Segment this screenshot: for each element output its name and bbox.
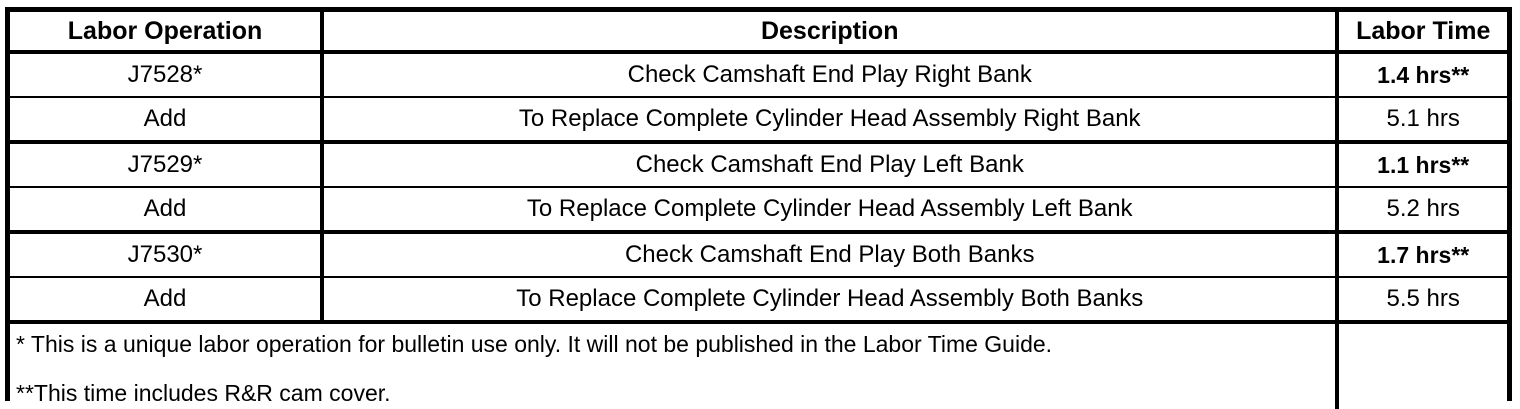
column-header-description: Description [322, 12, 1340, 54]
footnote-spacer [16, 356, 1331, 382]
cell-labor-time: 5.1 hrs [1337, 97, 1507, 144]
labor-operation-table-frame: Labor Operation Description Labor Time J… [5, 7, 1512, 409]
cell-labor-operation: Add [10, 187, 325, 234]
table-row: Add To Replace Complete Cylinder Head As… [10, 277, 1507, 324]
table-row: Add To Replace Complete Cylinder Head As… [10, 97, 1507, 144]
cell-labor-time: 5.2 hrs [1337, 187, 1507, 234]
cell-labor-operation: J7530* [10, 232, 325, 278]
footnote-labor-time-cell [1337, 322, 1507, 409]
table-row: J7530* Check Camshaft End Play Both Bank… [10, 232, 1507, 278]
cell-labor-operation: J7529* [10, 142, 325, 188]
table-row: J7529* Check Camshaft End Play Left Bank… [10, 142, 1507, 188]
table-footnote-row: * This is a unique labor operation for b… [10, 322, 1507, 409]
cell-labor-operation: J7528* [10, 52, 325, 98]
cell-description: Check Camshaft End Play Left Bank [322, 142, 1340, 188]
cell-labor-time: 1.1 hrs** [1337, 142, 1507, 188]
column-header-labor-time: Labor Time [1337, 12, 1507, 54]
cell-description: Check Camshaft End Play Right Bank [322, 52, 1340, 98]
cell-labor-time: 1.4 hrs** [1337, 52, 1507, 98]
column-header-labor-operation: Labor Operation [10, 12, 325, 54]
table-header-row: Labor Operation Description Labor Time [10, 12, 1507, 54]
footnote-double-asterisk: **This time includes R&R cam cover. [16, 380, 391, 406]
table-body: Labor Operation Description Labor Time J… [10, 12, 1507, 409]
table-row: Add To Replace Complete Cylinder Head As… [10, 187, 1507, 234]
cell-description: To Replace Complete Cylinder Head Assemb… [322, 97, 1340, 144]
cell-description: To Replace Complete Cylinder Head Assemb… [322, 187, 1340, 234]
footnote-cell: * This is a unique labor operation for b… [10, 322, 1340, 409]
footnote-single-asterisk: * This is a unique labor operation for b… [16, 331, 1053, 357]
cell-labor-operation: Add [10, 277, 325, 324]
cell-labor-time: 1.7 hrs** [1337, 232, 1507, 278]
cell-description: Check Camshaft End Play Both Banks [322, 232, 1340, 278]
table-row: J7528* Check Camshaft End Play Right Ban… [10, 52, 1507, 98]
cell-labor-time: 5.5 hrs [1337, 277, 1507, 324]
cell-labor-operation: Add [10, 97, 325, 144]
labor-operation-table: Labor Operation Description Labor Time J… [10, 12, 1507, 409]
cell-description: To Replace Complete Cylinder Head Assemb… [322, 277, 1340, 324]
